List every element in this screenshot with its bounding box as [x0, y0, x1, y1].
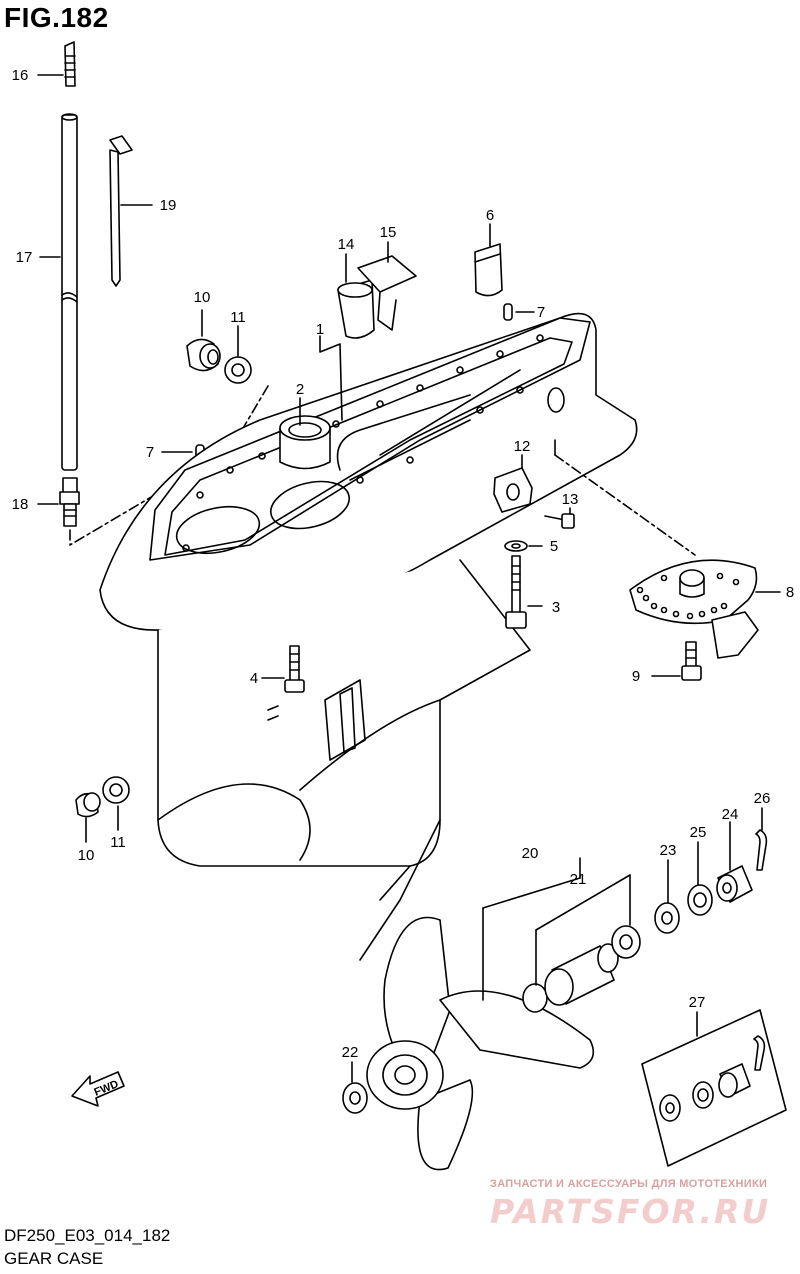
part-9-bolt [651, 641, 702, 681]
figure-title: FIG.182 [4, 2, 109, 33]
watermark-tagline: ЗАПЧАСТИ И АКСЕССУАРЫ ДЛЯ МОТОТЕХНИКИ [490, 1178, 768, 1190]
callout-22: 22 [342, 1044, 359, 1061]
callout-9: 9 [632, 668, 640, 685]
part-19-cable-tie [109, 135, 153, 287]
part-6-rubber-block [474, 223, 503, 297]
callout-1: 1 [316, 321, 324, 338]
part-22-washer [342, 1061, 368, 1114]
part-25-spacer [687, 841, 713, 916]
part-10-plug-top [186, 309, 221, 372]
diagram-caption: GEAR CASE [4, 1249, 104, 1268]
part-26-cotter-pin [755, 807, 768, 871]
part-27-kit [641, 1009, 787, 1167]
part-11-gasket-lower [102, 776, 130, 831]
part-10-plug-lower [75, 792, 101, 843]
callout-13: 13 [562, 491, 579, 508]
callout-21: 21 [570, 871, 587, 888]
callout-25: 25 [690, 824, 707, 841]
part-5-washer [504, 540, 543, 552]
part-21-washer [611, 925, 641, 959]
callout-11-lower: 11 [110, 834, 126, 851]
part-17-shift-rod [39, 113, 78, 471]
callout-24: 24 [722, 806, 739, 823]
callout-2: 2 [296, 381, 304, 398]
callout-10-lower: 10 [78, 847, 95, 864]
callout-27: 27 [689, 994, 706, 1011]
callout-23: 23 [660, 842, 677, 859]
callout-15: 15 [380, 224, 397, 241]
part-12-block [493, 454, 533, 513]
part-8-trim-tab [629, 559, 781, 659]
callout-5: 5 [550, 538, 558, 555]
part-14-cap [337, 253, 375, 339]
part-20-propeller [366, 857, 595, 1171]
callout-8: 8 [786, 584, 794, 601]
callout-10-top: 10 [194, 289, 211, 306]
callout-12: 12 [514, 438, 531, 455]
callout-19: 19 [160, 197, 177, 214]
part-16-rod-end [37, 41, 76, 87]
callout-3: 3 [552, 599, 560, 616]
part-18-fitting [37, 477, 181, 546]
callout-4: 4 [250, 670, 258, 687]
callout-7-left: 7 [146, 444, 154, 461]
part-11-gasket-top [224, 325, 269, 441]
part-4-bolt [261, 645, 305, 693]
callout-11-top: 11 [230, 309, 246, 326]
callout-14: 14 [338, 236, 355, 253]
callout-17: 17 [16, 249, 33, 266]
part-24-nut [716, 821, 753, 903]
callout-26: 26 [754, 790, 771, 807]
callout-6: 6 [486, 207, 494, 224]
diagram-code: DF250_E03_014_182 [4, 1226, 171, 1245]
callout-labels: 1 2 3 4 5 6 7 7 8 9 10 10 11 11 12 13 14… [12, 67, 795, 1061]
callout-16: 16 [12, 67, 29, 84]
part-15-bracket [357, 241, 417, 331]
part-1-gear-case [99, 312, 696, 961]
part-3-bolt [505, 555, 543, 629]
fwd-direction-arrow [71, 1071, 125, 1107]
part-13-bolt [544, 507, 575, 529]
part-7-pin-right [503, 303, 535, 321]
part-2-bearing [279, 415, 331, 470]
part-21-bushing [522, 874, 631, 1013]
callout-20: 20 [522, 845, 539, 862]
watermark-logo: PARTSFOR.RU [490, 1192, 771, 1231]
callout-18: 18 [12, 496, 29, 513]
callout-7-right: 7 [537, 304, 545, 321]
part-23-washer [654, 859, 680, 934]
